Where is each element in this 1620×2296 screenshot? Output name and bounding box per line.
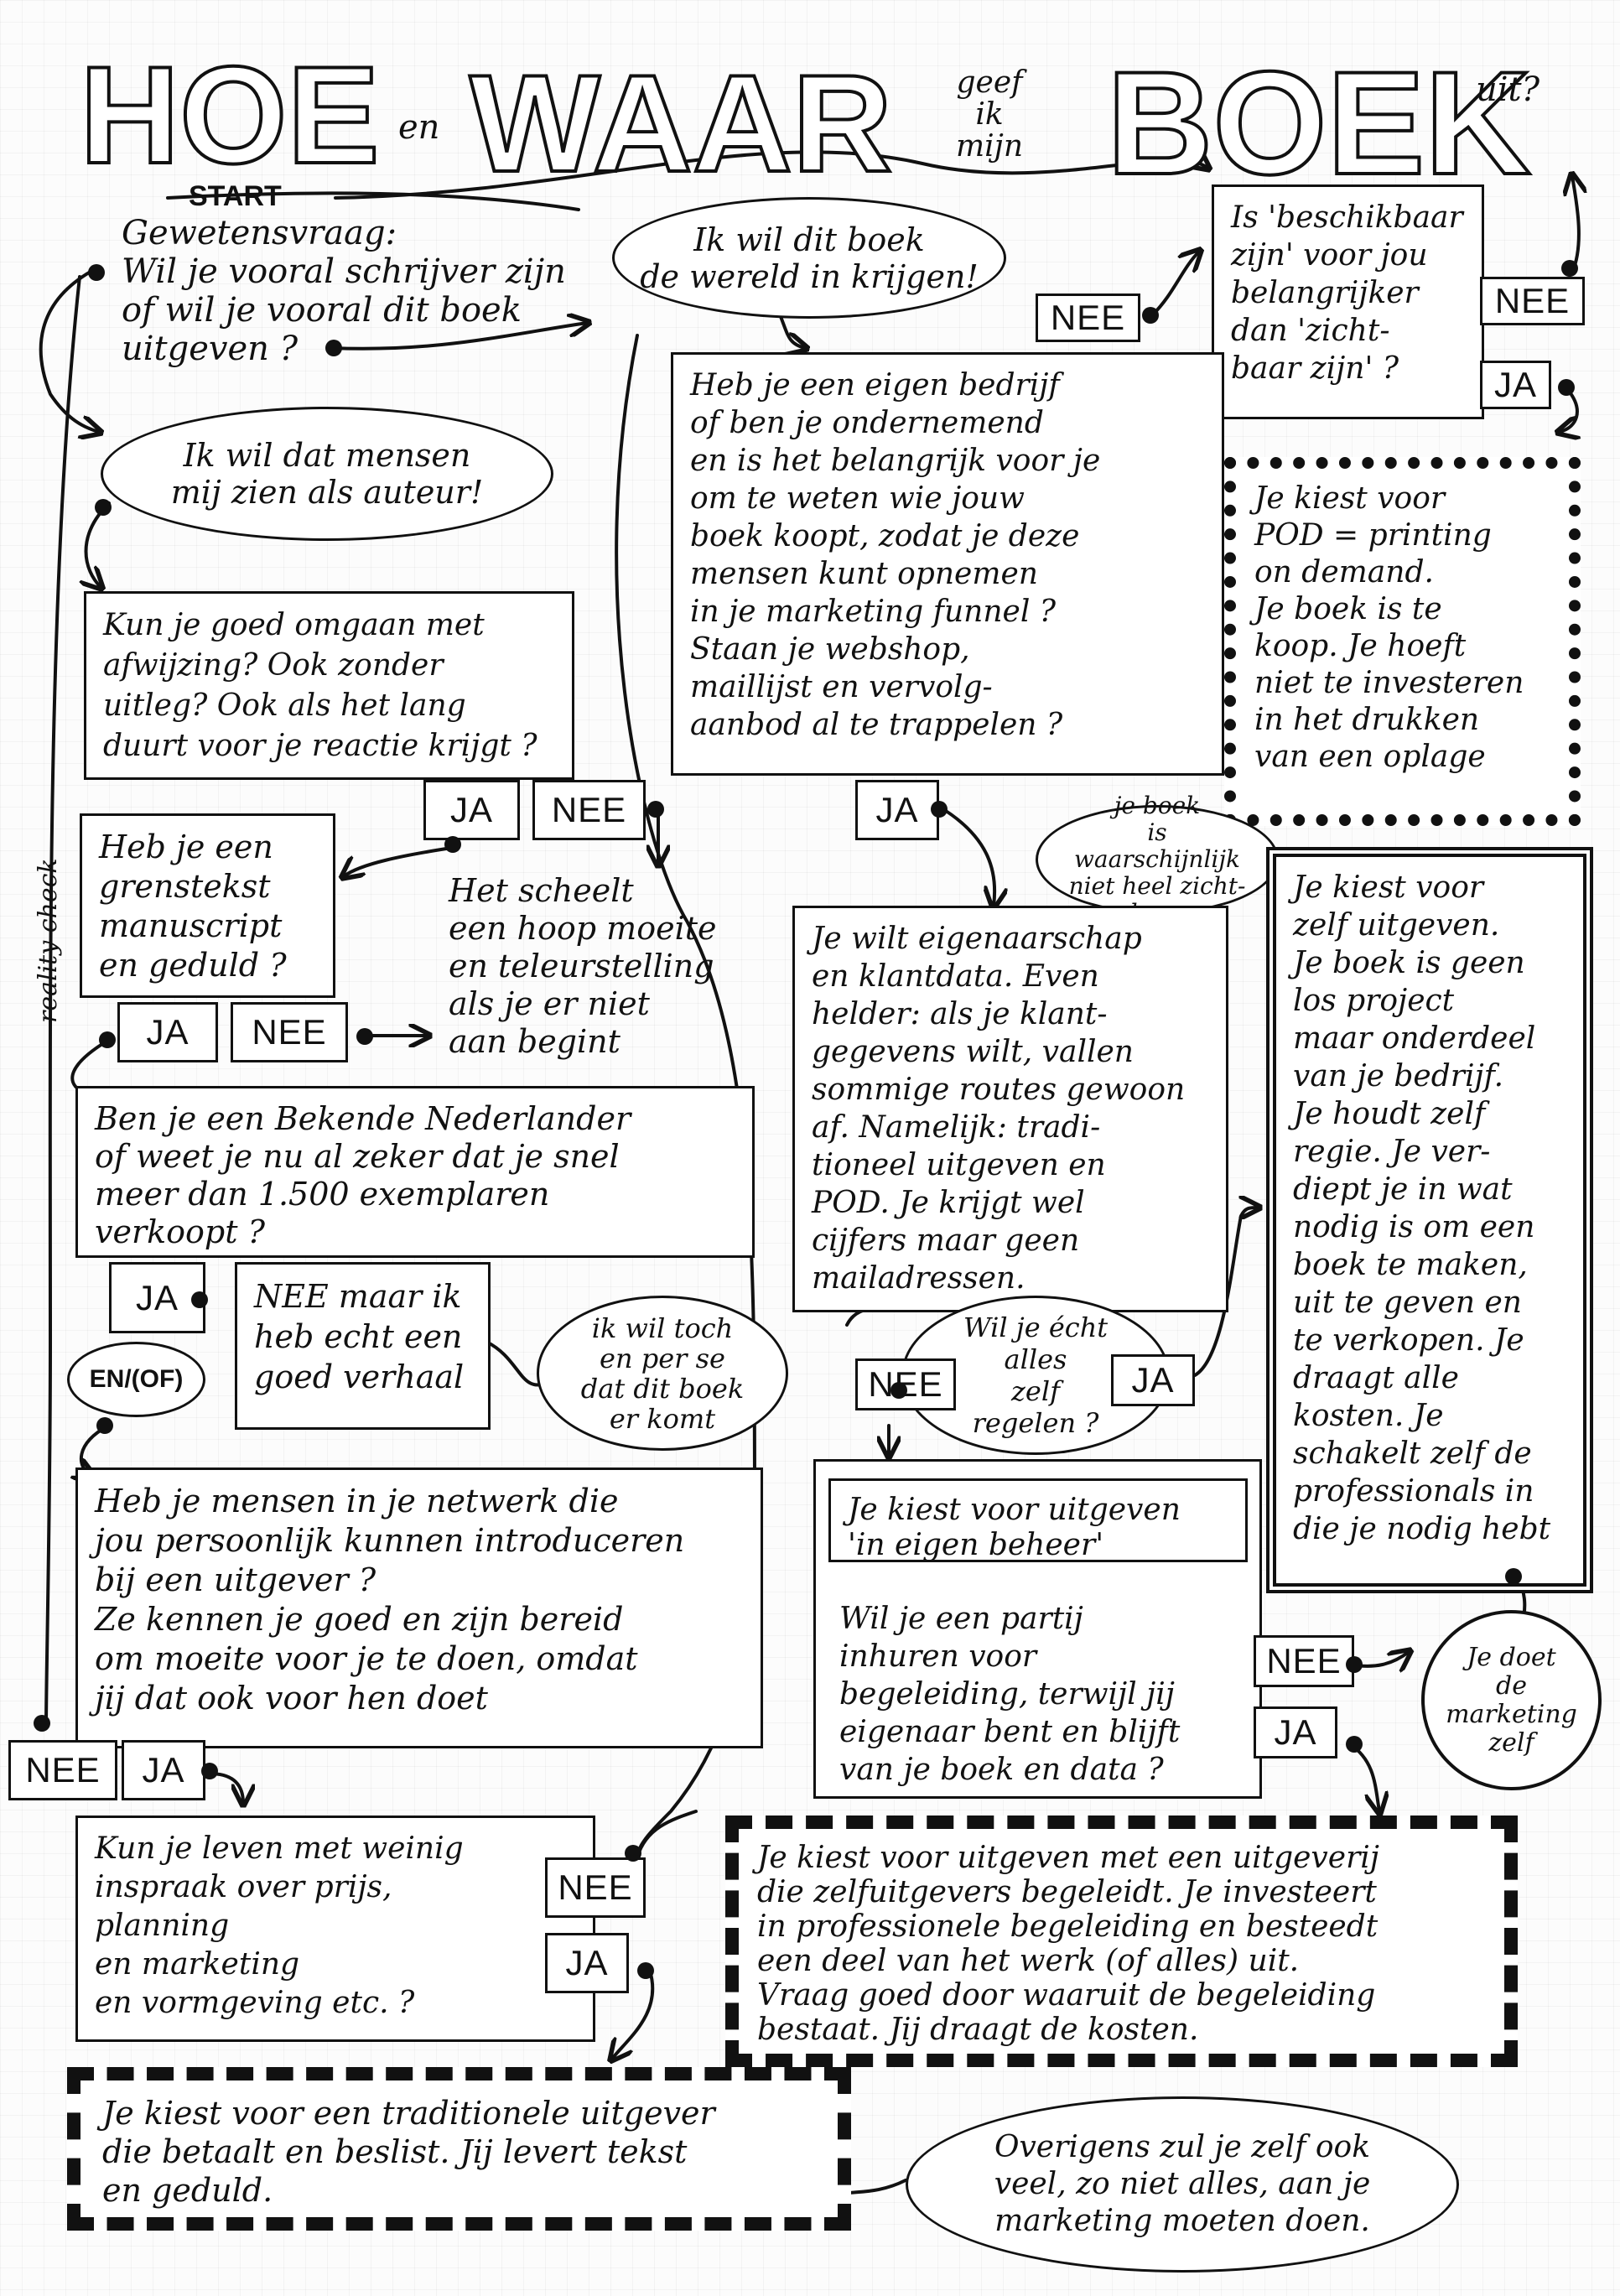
cloud-niet-zichtbaar: je boek is waarschijnlijk niet heel zich… (1036, 792, 1279, 927)
title-uit: uit? (1476, 70, 1540, 109)
answer-ja-bekende-nederlander[interactable]: JA (109, 1262, 205, 1333)
title-waar: WAAR (468, 46, 894, 200)
connector-dot (201, 1763, 218, 1779)
connector-dot (1346, 1736, 1363, 1753)
connector-dot (1561, 260, 1578, 277)
node-zelf-uitgeven: Je kiest voor zelf uitgeven. Je boek is … (1266, 847, 1593, 1593)
answer-ja-eigen-bedrijf[interactable]: JA (855, 780, 939, 840)
connector-dot (99, 1031, 116, 1048)
answer-nee-alles-zelf[interactable]: NEE (855, 1358, 956, 1410)
cloud-auteur: Ik wil dat mensen mij zien als auteur! (101, 407, 553, 541)
node-inspraak: Kun je leven met weinig inspraak over pr… (75, 1816, 595, 2042)
connector-dot (325, 340, 342, 356)
answer-nee-inspraak[interactable]: NEE (545, 1857, 646, 1918)
connector-dot (444, 836, 461, 853)
answer-ja-afwijzing[interactable]: JA (423, 780, 520, 840)
answer-nee-beschikbaar[interactable]: NEE (1480, 277, 1585, 325)
node-netwerk: Heb je mensen in je netwerk die jou pers… (75, 1467, 763, 1748)
start-label: START (189, 180, 282, 212)
answer-ja-inspraak[interactable]: JA (545, 1933, 629, 1993)
node-gewetensvraag: Gewetensvraag: Wil je vooral schrijver z… (122, 214, 566, 368)
answer-nee-afwijzing[interactable]: NEE (532, 780, 646, 840)
connector-dot (95, 499, 112, 516)
answer-nee-cloud[interactable]: NEE (1036, 293, 1140, 342)
node-marketing-zelf: Je doet de marketing zelf (1421, 1610, 1602, 1790)
node-uitgeverij-begeleidt: Je kiest voor uitgeven met een uitgeveri… (725, 1816, 1518, 2067)
answer-nee-eigen-beheer[interactable]: NEE (1254, 1635, 1354, 1687)
title-geef-ik-mijn: geef ik mijn (956, 65, 1023, 164)
title-boek: BOEK (1105, 42, 1533, 205)
connector-dot (931, 801, 948, 818)
node-beschikbaar: Is 'beschikbaar zijn' voor jou belangrij… (1212, 184, 1484, 419)
connector-dot (96, 1417, 113, 1434)
connector-dot (88, 264, 105, 281)
title-en: en (398, 108, 440, 147)
answer-ja-alles-zelf[interactable]: JA (1111, 1354, 1195, 1406)
cloud-boek-wereld: Ik wil dit boek de wereld in krijgen! (612, 197, 1006, 319)
answer-ja-grenstekst[interactable]: JA (117, 1002, 218, 1062)
connector-dot (637, 1962, 654, 1979)
connector-dot (1346, 1656, 1363, 1673)
answer-nee-netwerk[interactable]: NEE (8, 1740, 117, 1800)
node-eigen-beheer: Je kiest voor uitgeven 'in eigen beheer'… (813, 1459, 1262, 1799)
connector-dot (1558, 379, 1575, 396)
node-pod: Je kiest voor POD = printing on demand. … (1224, 457, 1581, 826)
answer-ja-netwerk[interactable]: JA (122, 1740, 205, 1800)
connector-dot (1505, 1568, 1522, 1585)
connector-dot (890, 1382, 907, 1399)
node-scheelt: Het scheelt een hoop moeite en teleurste… (449, 872, 717, 1060)
en-of-badge: EN/(OF) (67, 1342, 205, 1417)
connector-dot (191, 1291, 208, 1308)
node-grenstekst: Heb je een grenstekst manuscript en gedu… (80, 813, 335, 998)
answer-ja-beschikbaar[interactable]: JA (1480, 361, 1551, 409)
reality-check-label: reality check (34, 858, 63, 1023)
title-hoe: HOE (78, 38, 382, 192)
node-afwijzing: Kun je goed omgaan met afwijzing? Ook zo… (84, 591, 574, 780)
node-traditioneel: Je kiest voor een traditionele uitgever … (67, 2067, 851, 2231)
node-eigen-bedrijf: Heb je een eigen bedrijf of ben je onder… (671, 352, 1224, 776)
connector-dot (647, 801, 664, 818)
connector-dot (34, 1715, 50, 1732)
node-nee-maar[interactable]: NEE maar ik heb echt een goed verhaal (235, 1262, 491, 1430)
node-bekende-nederlander: Ben je een Bekende Nederlander of weet j… (75, 1086, 755, 1258)
node-eigenaarschap: Je wilt eigenaarschap en klantdata. Even… (792, 906, 1228, 1312)
connector-dot (625, 1845, 641, 1862)
connector-dot (356, 1028, 373, 1045)
answer-nee-grenstekst[interactable]: NEE (231, 1002, 348, 1062)
node-overigens: Overigens zul je zelf ook veel, zo niet … (906, 2096, 1459, 2273)
node-eigen-beheer-question: Wil je een partij inhuren voor begeleidi… (839, 1602, 1181, 1787)
cloud-toch: ik wil toch en per se dat dit boek er ko… (537, 1296, 788, 1451)
answer-ja-eigen-beheer[interactable]: JA (1254, 1706, 1337, 1758)
node-eigen-beheer-title: Je kiest voor uitgeven 'in eigen beheer' (828, 1478, 1248, 1562)
connector-dot (1142, 307, 1159, 324)
